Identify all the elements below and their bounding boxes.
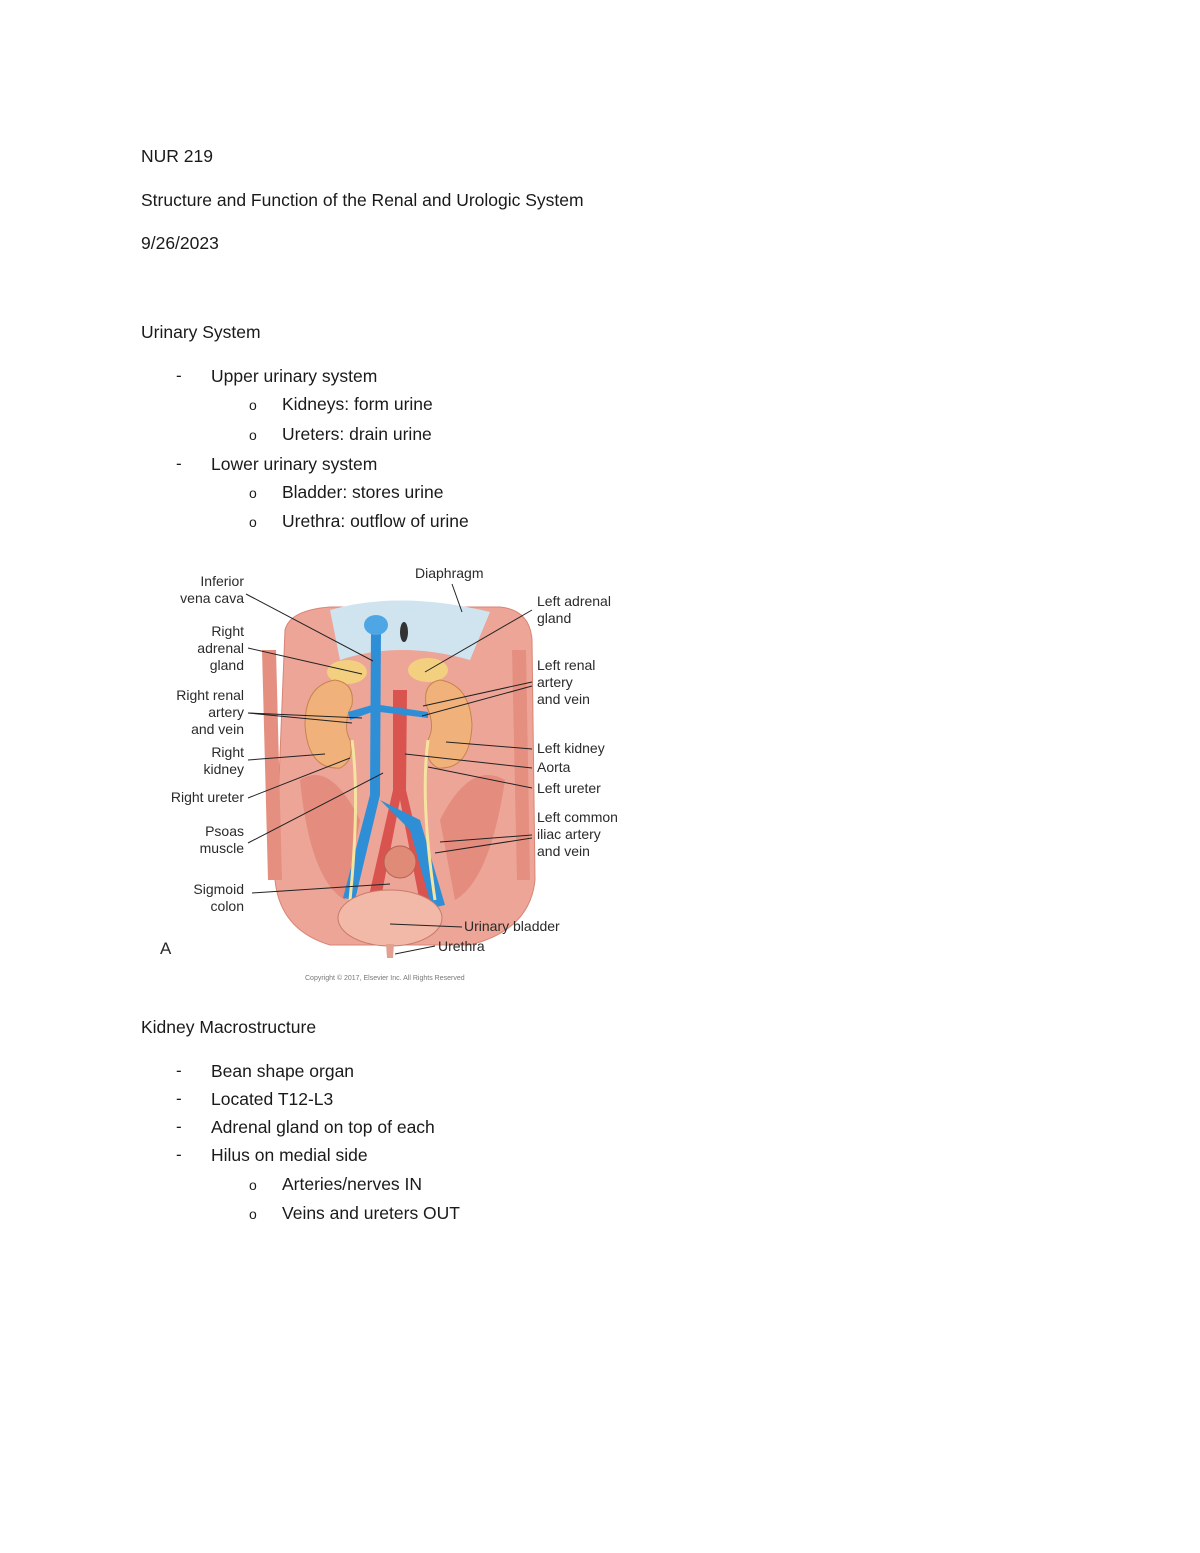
urinary-system-illustration bbox=[245, 583, 536, 958]
label-left-common-iliac: Left common iliac artery and vein bbox=[537, 809, 618, 859]
inferior-vena-cava bbox=[343, 630, 381, 900]
dash-bullet: - bbox=[176, 366, 182, 385]
course-code: NUR 219 bbox=[141, 146, 213, 166]
dash-bullet: - bbox=[176, 1089, 182, 1108]
list-subitem: Ureters: drain urine bbox=[282, 424, 432, 444]
list-item: Upper urinary system bbox=[211, 366, 378, 386]
label-urinary-bladder: Urinary bladder bbox=[464, 918, 560, 934]
label-psoas-muscle: Psoas muscle bbox=[199, 823, 244, 856]
list-item: Located T12-L3 bbox=[211, 1089, 334, 1109]
label-left-adrenal-gland: Left adrenal gland bbox=[537, 593, 611, 626]
label-diaphragm: Diaphragm bbox=[415, 565, 484, 581]
dash-bullet: - bbox=[176, 1145, 182, 1164]
label-right-ureter: Right ureter bbox=[170, 789, 244, 805]
leader-lines bbox=[245, 583, 533, 955]
circle-bullet: o bbox=[249, 485, 257, 501]
dash-bullet: - bbox=[176, 1061, 182, 1080]
list-subitem: Urethra: outflow of urine bbox=[282, 511, 469, 531]
list-subitem: Veins and ureters OUT bbox=[282, 1203, 460, 1223]
label-left-kidney: Left kidney bbox=[537, 740, 605, 756]
left-kidney bbox=[425, 679, 473, 769]
right-adrenal-gland bbox=[327, 660, 367, 684]
document-title: Structure and Function of the Renal and … bbox=[141, 190, 584, 210]
circle-bullet: o bbox=[249, 397, 257, 413]
label-right-renal-artery-vein: Right renal artery and vein bbox=[176, 687, 244, 737]
list-item: Lower urinary system bbox=[211, 454, 378, 474]
label-right-kidney: Right kidney bbox=[203, 744, 244, 777]
list-item: Hilus on medial side bbox=[211, 1145, 368, 1165]
circle-bullet: o bbox=[249, 1206, 257, 1222]
dash-bullet: - bbox=[176, 1117, 182, 1136]
sigmoid-colon bbox=[383, 845, 417, 879]
list-subitem: Kidneys: form urine bbox=[282, 394, 433, 414]
section-heading-urinary-system: Urinary System bbox=[141, 322, 261, 342]
circle-bullet: o bbox=[249, 514, 257, 530]
document-date: 9/26/2023 bbox=[141, 233, 219, 253]
figure-copyright: Copyright © 2017, Elsevier Inc. All Righ… bbox=[305, 975, 465, 982]
section-heading-kidney-macrostructure: Kidney Macrostructure bbox=[141, 1017, 317, 1037]
label-left-renal-artery-vein: Left renal artery and vein bbox=[537, 657, 596, 707]
label-aorta: Aorta bbox=[537, 759, 571, 775]
figure-panel-letter: A bbox=[160, 939, 172, 958]
circle-bullet: o bbox=[249, 427, 257, 443]
list-item: Adrenal gland on top of each bbox=[211, 1117, 435, 1137]
urinary-bladder bbox=[337, 889, 443, 947]
right-kidney bbox=[304, 679, 353, 769]
label-sigmoid-colon: Sigmoid colon bbox=[193, 881, 244, 914]
list-subitem: Bladder: stores urine bbox=[282, 482, 444, 502]
label-urethra: Urethra bbox=[438, 938, 485, 954]
label-inferior-vena-cava: Inferior vena cava bbox=[180, 573, 244, 606]
circle-bullet: o bbox=[249, 1177, 257, 1193]
label-right-adrenal-gland: Right adrenal gland bbox=[197, 623, 244, 673]
list-subitem: Arteries/nerves IN bbox=[282, 1174, 423, 1194]
list-item: Bean shape organ bbox=[211, 1061, 355, 1081]
dash-bullet: - bbox=[176, 454, 182, 473]
label-left-ureter: Left ureter bbox=[537, 780, 601, 796]
